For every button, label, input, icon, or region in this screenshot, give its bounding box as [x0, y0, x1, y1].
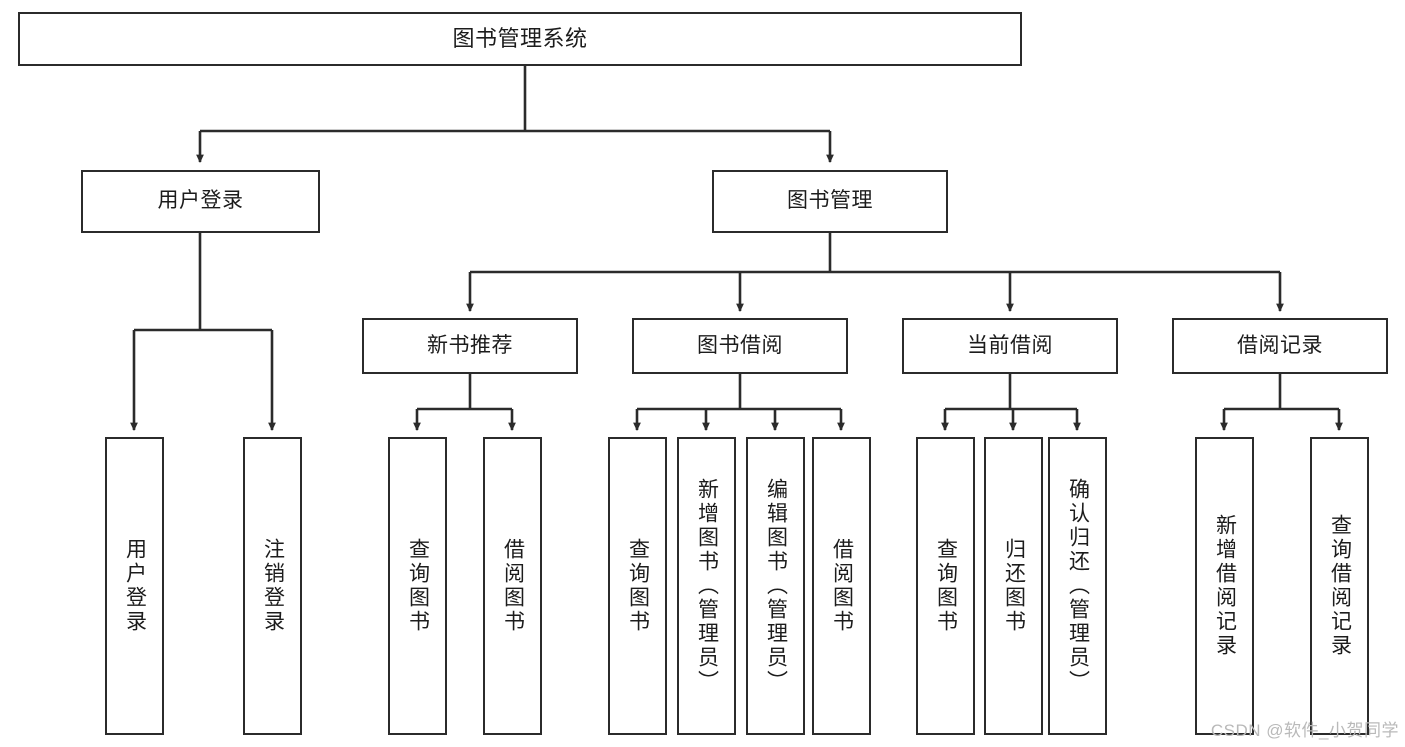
- leaf-record-query-record[interactable]: 查询借阅记录: [1310, 437, 1369, 735]
- node-book-borrow[interactable]: 图书借阅: [632, 318, 848, 374]
- leaf-borrow-add-book-admin[interactable]: 新增图书（管理员）: [677, 437, 736, 735]
- node-label: 新增图书（管理员）: [695, 478, 719, 694]
- leaf-borrow-borrow-book[interactable]: 借阅图书: [812, 437, 871, 735]
- node-label: 借阅图书: [830, 538, 854, 634]
- node-label: 编辑图书（管理员）: [764, 478, 788, 694]
- leaf-borrow-edit-book-admin[interactable]: 编辑图书（管理员）: [746, 437, 805, 735]
- node-label: 用户登录: [157, 189, 244, 213]
- node-book-management[interactable]: 图书管理: [712, 170, 948, 233]
- node-label: 借阅图书: [501, 538, 525, 634]
- node-label: 用户登录: [123, 538, 147, 634]
- leaf-user-login-login[interactable]: 用户登录: [105, 437, 164, 735]
- node-label: 图书借阅: [697, 333, 783, 357]
- leaf-recommend-query-book[interactable]: 查询图书: [388, 437, 447, 735]
- node-label: 确认归还（管理员）: [1066, 478, 1090, 694]
- node-root-system[interactable]: 图书管理系统: [18, 12, 1022, 66]
- node-label: 新增借阅记录: [1213, 514, 1237, 658]
- node-label: 借阅记录: [1237, 333, 1323, 357]
- leaf-recommend-borrow-book[interactable]: 借阅图书: [483, 437, 542, 735]
- node-borrow-record[interactable]: 借阅记录: [1172, 318, 1388, 374]
- leaf-current-query-book[interactable]: 查询图书: [916, 437, 975, 735]
- node-label: 当前借阅: [967, 333, 1053, 357]
- watermark: CSDN @软件_小贺同学: [1210, 721, 1399, 740]
- node-label: 注销登录: [261, 538, 285, 634]
- leaf-current-confirm-return-admin[interactable]: 确认归还（管理员）: [1048, 437, 1107, 735]
- node-label: 新书推荐: [427, 333, 513, 357]
- node-label: 查询图书: [934, 538, 958, 634]
- node-user-login[interactable]: 用户登录: [81, 170, 320, 233]
- node-label: 查询图书: [406, 538, 430, 634]
- node-label: 图书管理系统: [452, 26, 588, 52]
- node-label: 查询借阅记录: [1328, 514, 1352, 658]
- node-label: 归还图书: [1002, 538, 1026, 634]
- leaf-record-add-record[interactable]: 新增借阅记录: [1195, 437, 1254, 735]
- node-current-borrow[interactable]: 当前借阅: [902, 318, 1118, 374]
- leaf-current-return-book[interactable]: 归还图书: [984, 437, 1043, 735]
- node-label: 图书管理: [787, 189, 873, 213]
- leaf-borrow-query-book[interactable]: 查询图书: [608, 437, 667, 735]
- node-new-book-recommend[interactable]: 新书推荐: [362, 318, 578, 374]
- node-label: 查询图书: [626, 538, 650, 634]
- leaf-user-login-logout[interactable]: 注销登录: [243, 437, 302, 735]
